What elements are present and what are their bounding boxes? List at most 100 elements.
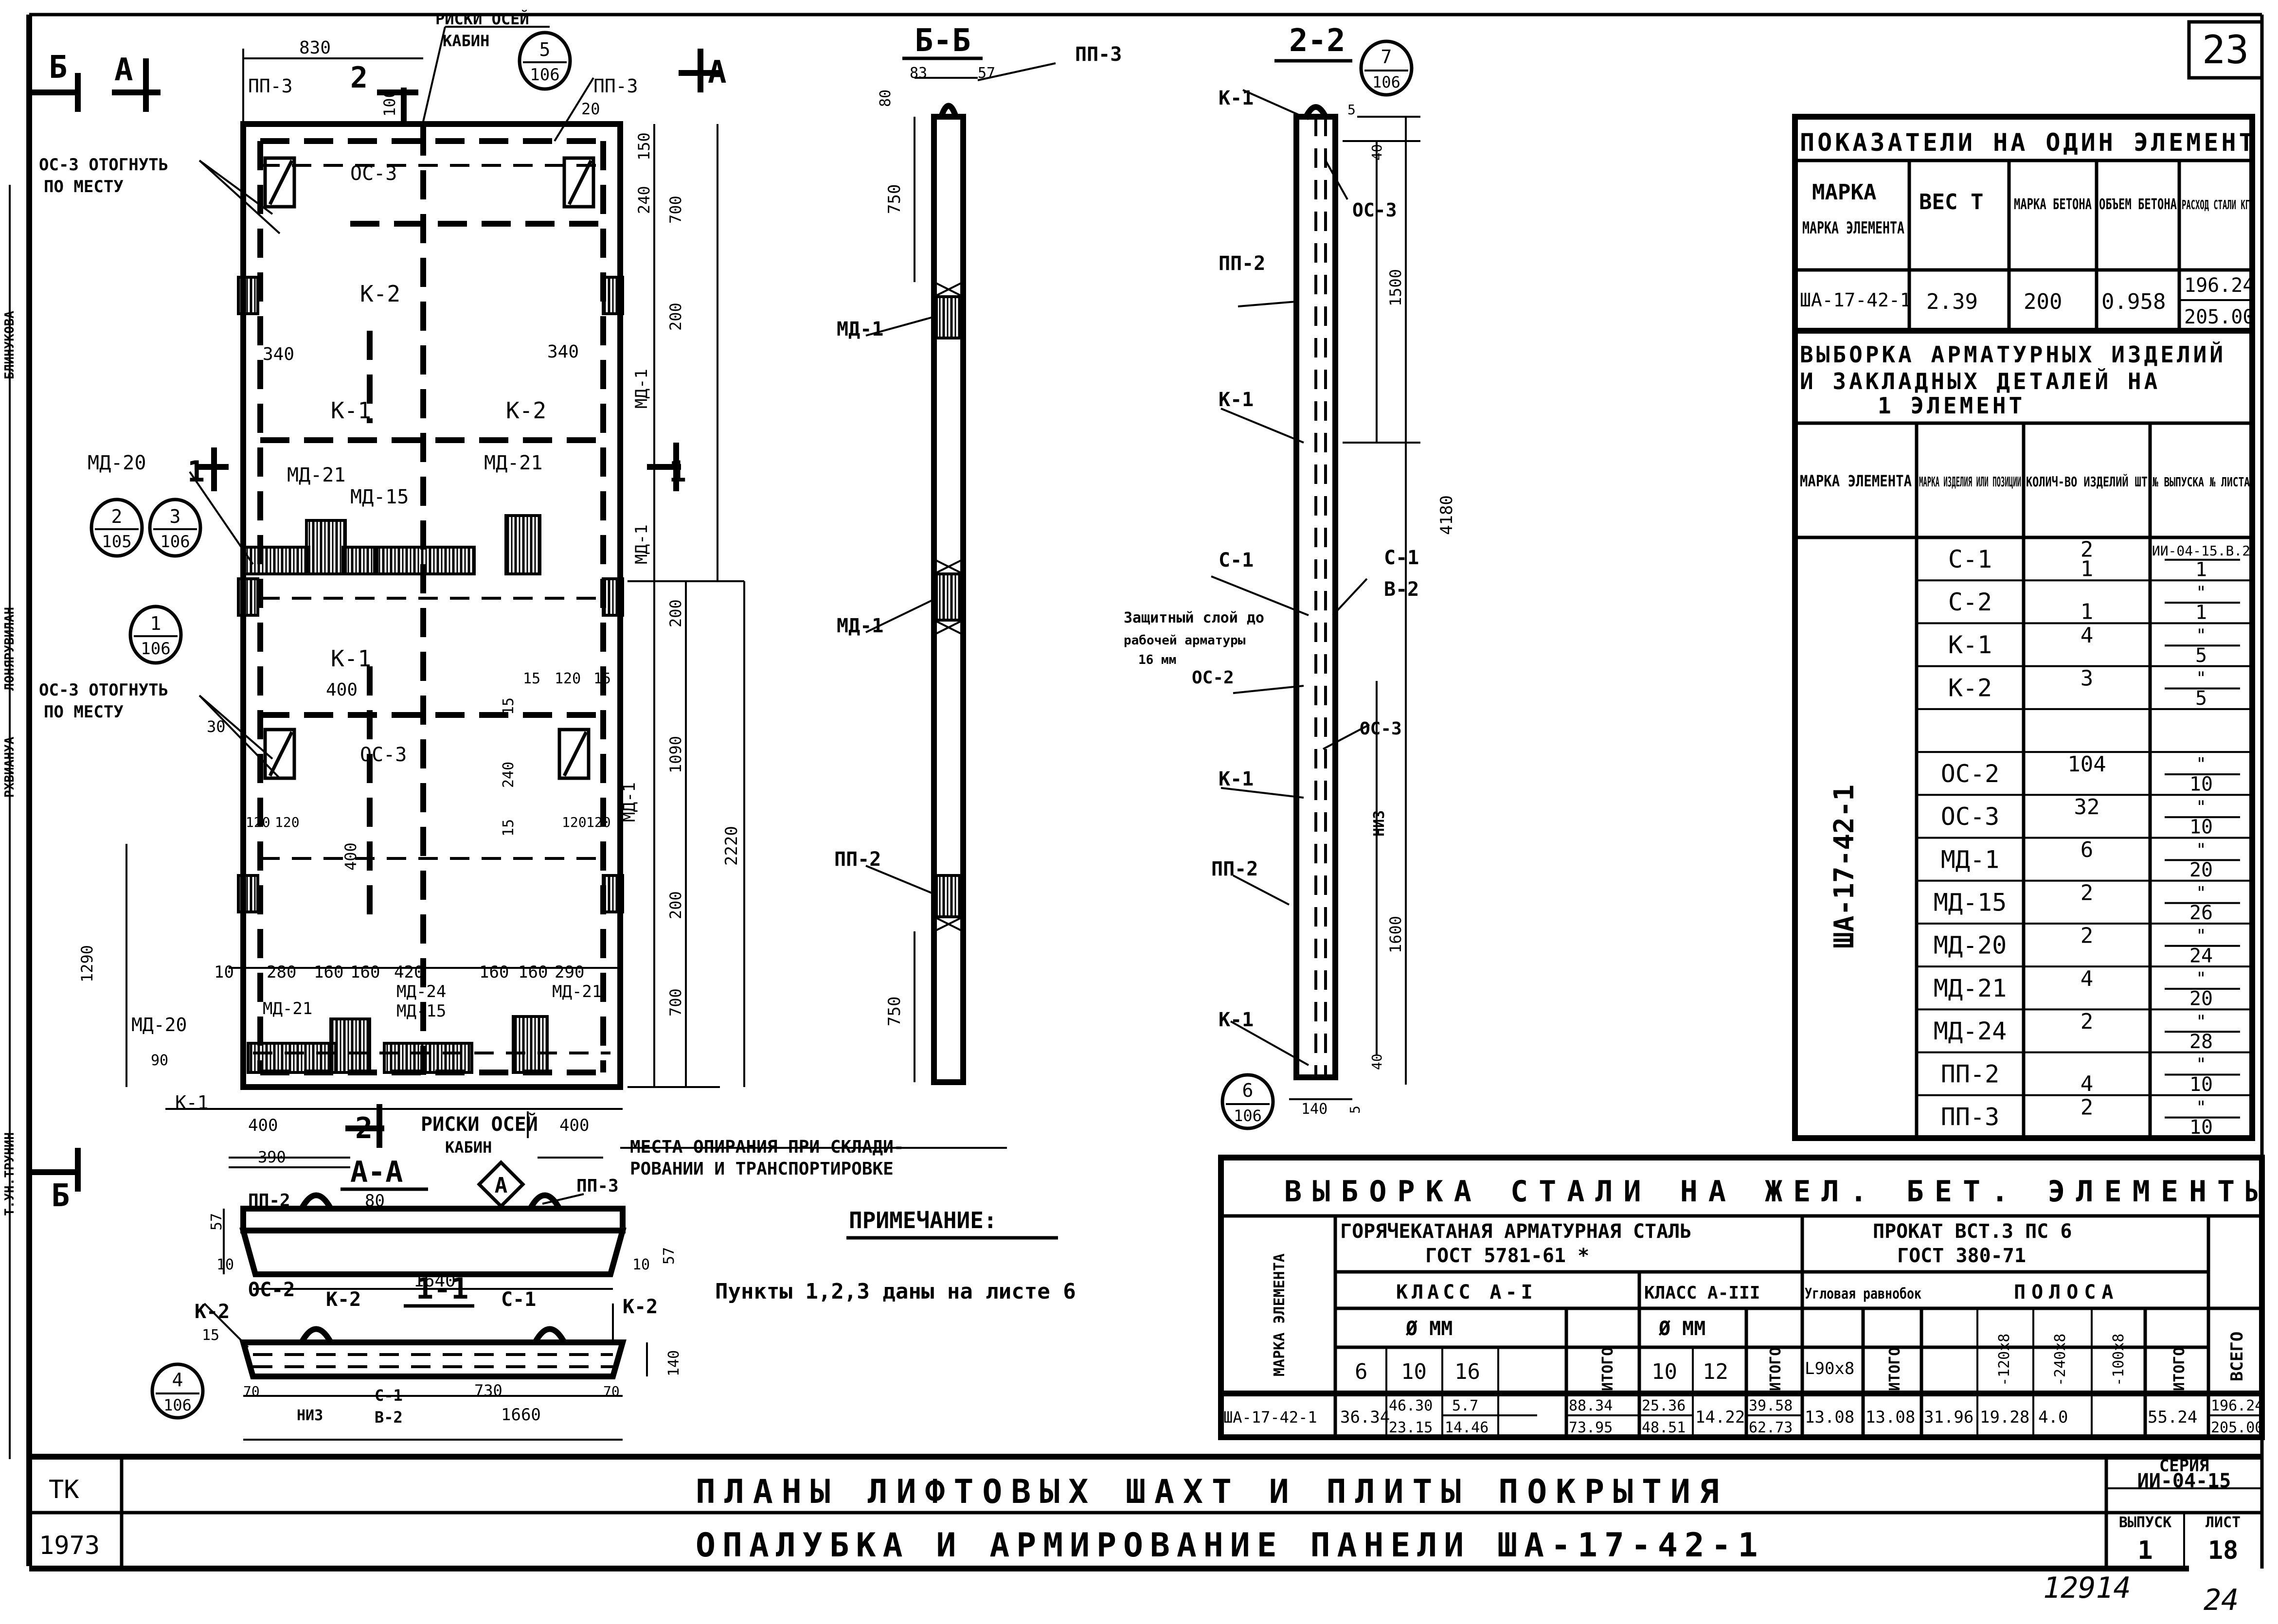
section-11-c1-a: С-1 <box>501 1288 536 1311</box>
section-22-callout-bottom: 106 <box>1372 73 1400 91</box>
steel-sub-16: 16 <box>1454 1359 1480 1384</box>
selection-row-ref-top: " <box>2196 754 2206 774</box>
steel-row-d16-top: 5.7 <box>1452 1397 1478 1414</box>
lbl-k1-a: К-1 <box>331 397 371 424</box>
section-22-k1-d: К-1 <box>1219 1009 1254 1031</box>
section-22-k1-c: К-1 <box>1219 768 1254 790</box>
section-bb-dim-750-a: 750 <box>885 184 904 214</box>
steel-dia-2: Ø ММ <box>1658 1318 1705 1340</box>
steel-grand-total: ВСЕГО <box>2227 1332 2247 1381</box>
selection-row-ref-top: " <box>2196 840 2206 860</box>
ind-h-concrete: МАРКА БЕТОНА <box>2014 196 2092 213</box>
steel-row-s100: 4.0 <box>2038 1408 2068 1427</box>
selection-title-3: 1 ЭЛЕМЕНТ <box>1878 393 2025 419</box>
selection-row-mark: ОС-2 <box>1941 760 1999 788</box>
section-22-dim-40-bottom: 40 <box>1369 1053 1385 1070</box>
selection-row-qty-top: 32 <box>2074 795 2100 820</box>
steel-sub-120: -120x8 <box>1996 1334 2013 1386</box>
risks-bottom-2: КАБИН <box>445 1138 492 1157</box>
ind-h-mark: МАРКА ЭЛЕМЕНТА <box>1802 218 1904 238</box>
selection-row-ref-bottom: 1 <box>2195 558 2207 581</box>
selection-row-mark: МД-1 <box>1941 845 1999 874</box>
section-aa-dim-10-l: 10 <box>216 1256 234 1273</box>
lbl-md15-a: МД-15 <box>350 486 409 508</box>
lbl-os3-top: ОС-3 <box>350 162 397 185</box>
dim-150: 150 <box>635 132 653 161</box>
selection-row-ref-top: " <box>2196 883 2206 903</box>
dim-700-a: 700 <box>666 196 685 224</box>
mark-a-2: А <box>708 54 727 90</box>
selection-row-mark: С-1 <box>1948 545 1992 573</box>
selection-row-qty-top: 2 <box>2081 1009 2094 1034</box>
callout-2-top: 2 <box>111 506 123 527</box>
section-aa-dim-57-r: 57 <box>661 1247 678 1265</box>
sel-h-qty: КОЛИЧ-ВО ИЗДЕЛИЙ ШТ <box>2026 473 2148 490</box>
mark-b-1: Б <box>49 50 68 86</box>
selection-row-qty-top: 3 <box>2081 666 2094 691</box>
ind-h-volume: ОБЪЕМ БЕТОНА <box>2099 196 2177 213</box>
steel-row-a3-total-top: 39.58 <box>1749 1397 1793 1414</box>
steel-angle: Угловая равнобок <box>1805 1285 1921 1303</box>
mark-1-right: 1 <box>669 455 686 489</box>
steel-row-all-bottom: 205.00 <box>2211 1419 2263 1436</box>
selection-row-ref-bottom: 1 <box>2195 602 2207 624</box>
selection-row-qty-top: 4 <box>2081 623 2094 648</box>
section-22-k1-b: К-1 <box>1219 389 1254 411</box>
lbl-md24: МД-24 <box>396 982 446 1001</box>
section-22-c1-r: С-1 <box>1384 547 1419 569</box>
section-22-title: 2-2 <box>1289 23 1345 59</box>
lbl-k2-a: К-2 <box>360 281 400 307</box>
selection-row-mark: К-1 <box>1948 631 1992 659</box>
steel-sub-100: -100x8 <box>2110 1334 2127 1386</box>
selection-row-qty-bottom: 1 <box>2081 600 2094 625</box>
selection-row-mark: МД-24 <box>1934 1017 2007 1045</box>
steel-row-angle: 13.08 <box>1805 1408 1854 1427</box>
section-11: 1-1 4 106 К-2 ОС-2 К-2 С-1 К-2 НИЗ С-1 В… <box>150 1272 682 1441</box>
selection-row-mark: МД-20 <box>1934 931 2007 960</box>
section-22-dim-1500: 1500 <box>1386 269 1405 306</box>
section-22-pp2-a: ПП-2 <box>1219 252 1265 275</box>
os3-bend-1b: ПО МЕСТУ <box>44 177 124 196</box>
lbl-md1-c: МД-1 <box>620 782 639 822</box>
steel-sub-6: 6 <box>1355 1359 1368 1384</box>
sel-h-element: МАРКА ЭЛЕМЕНТА <box>1800 472 1912 490</box>
plan-callouts: 5 106 2 105 3 106 1 106 <box>90 31 572 665</box>
section-aa-dim-390: 390 <box>258 1148 286 1166</box>
section-22-callout-b-bottom: 106 <box>1234 1106 1262 1125</box>
risks-bottom-1: РИСКИ ОСЕЙ <box>421 1112 538 1136</box>
section-11-niz: НИЗ <box>297 1407 323 1424</box>
selection-row-ref-bottom: 20 <box>2189 988 2213 1010</box>
dim-15-c: 15 <box>500 697 517 715</box>
title-1: ПЛАНЫ ЛИФТОВЫХ ШАХТ И ПЛИТЫ ПОКРЫТИЯ <box>696 1473 1728 1511</box>
selection-row-ref-bottom: 20 <box>2189 859 2213 881</box>
sel-h-ref: № ВЫПУСКА № ЛИСТА <box>2152 475 2250 490</box>
section-22-protect-3: 16 мм <box>1138 653 1176 667</box>
section-22-pp2-b: ПП-2 <box>1211 858 1258 880</box>
indicators-table: ПОКАЗАТЕЛИ НА ОДИН ЭЛЕМЕНТ МАРКА МАРКА Э… <box>1792 114 2255 334</box>
section-11-dim-1660: 1660 <box>501 1405 541 1425</box>
selection-row-mark: МД-21 <box>1934 974 2007 1002</box>
selection-table: ВЫБОРКА АРМАТУРНЫХ ИЗДЕЛИЙ И ЗАКЛАДНЫХ Д… <box>1792 328 2255 1141</box>
dim-200-c: 200 <box>666 891 685 919</box>
section-22-callout-b-top: 6 <box>1242 1080 1254 1101</box>
mark-a-1: А <box>114 52 133 88</box>
handwritten-1: 12914 <box>2043 1571 2131 1605</box>
steel-sub-10: 10 <box>1401 1359 1427 1384</box>
dim-20: 20 <box>581 100 600 118</box>
section-22-dim-5-top: 5 <box>1347 102 1356 118</box>
selection-row-qty-top: 2 <box>2081 880 2094 905</box>
section-22-callout-top: 7 <box>1381 46 1392 68</box>
section-bb-dim-750-b: 750 <box>885 997 904 1026</box>
selection-row-mark: ПП-2 <box>1941 1060 1999 1088</box>
callout-5-bottom: 106 <box>530 65 559 85</box>
sheet-frame <box>26 13 2264 1571</box>
dim-280: 280 <box>267 963 296 982</box>
dim-700-b: 700 <box>666 988 685 1017</box>
selection-row-ref-bottom: 10 <box>2189 1116 2213 1139</box>
steel-row-d16-bottom: 14.46 <box>1445 1419 1489 1436</box>
section-11-os2: ОС-2 <box>248 1279 295 1301</box>
section-22-c1-l: С-1 <box>1219 549 1254 571</box>
steel-row-d10-bottom: 23.15 <box>1389 1419 1433 1436</box>
steel-rolled-1: ПРОКАТ ВСТ.3 ПС 6 <box>1873 1220 2072 1243</box>
ind-mark: ША-17-42-1 <box>1800 289 1911 311</box>
